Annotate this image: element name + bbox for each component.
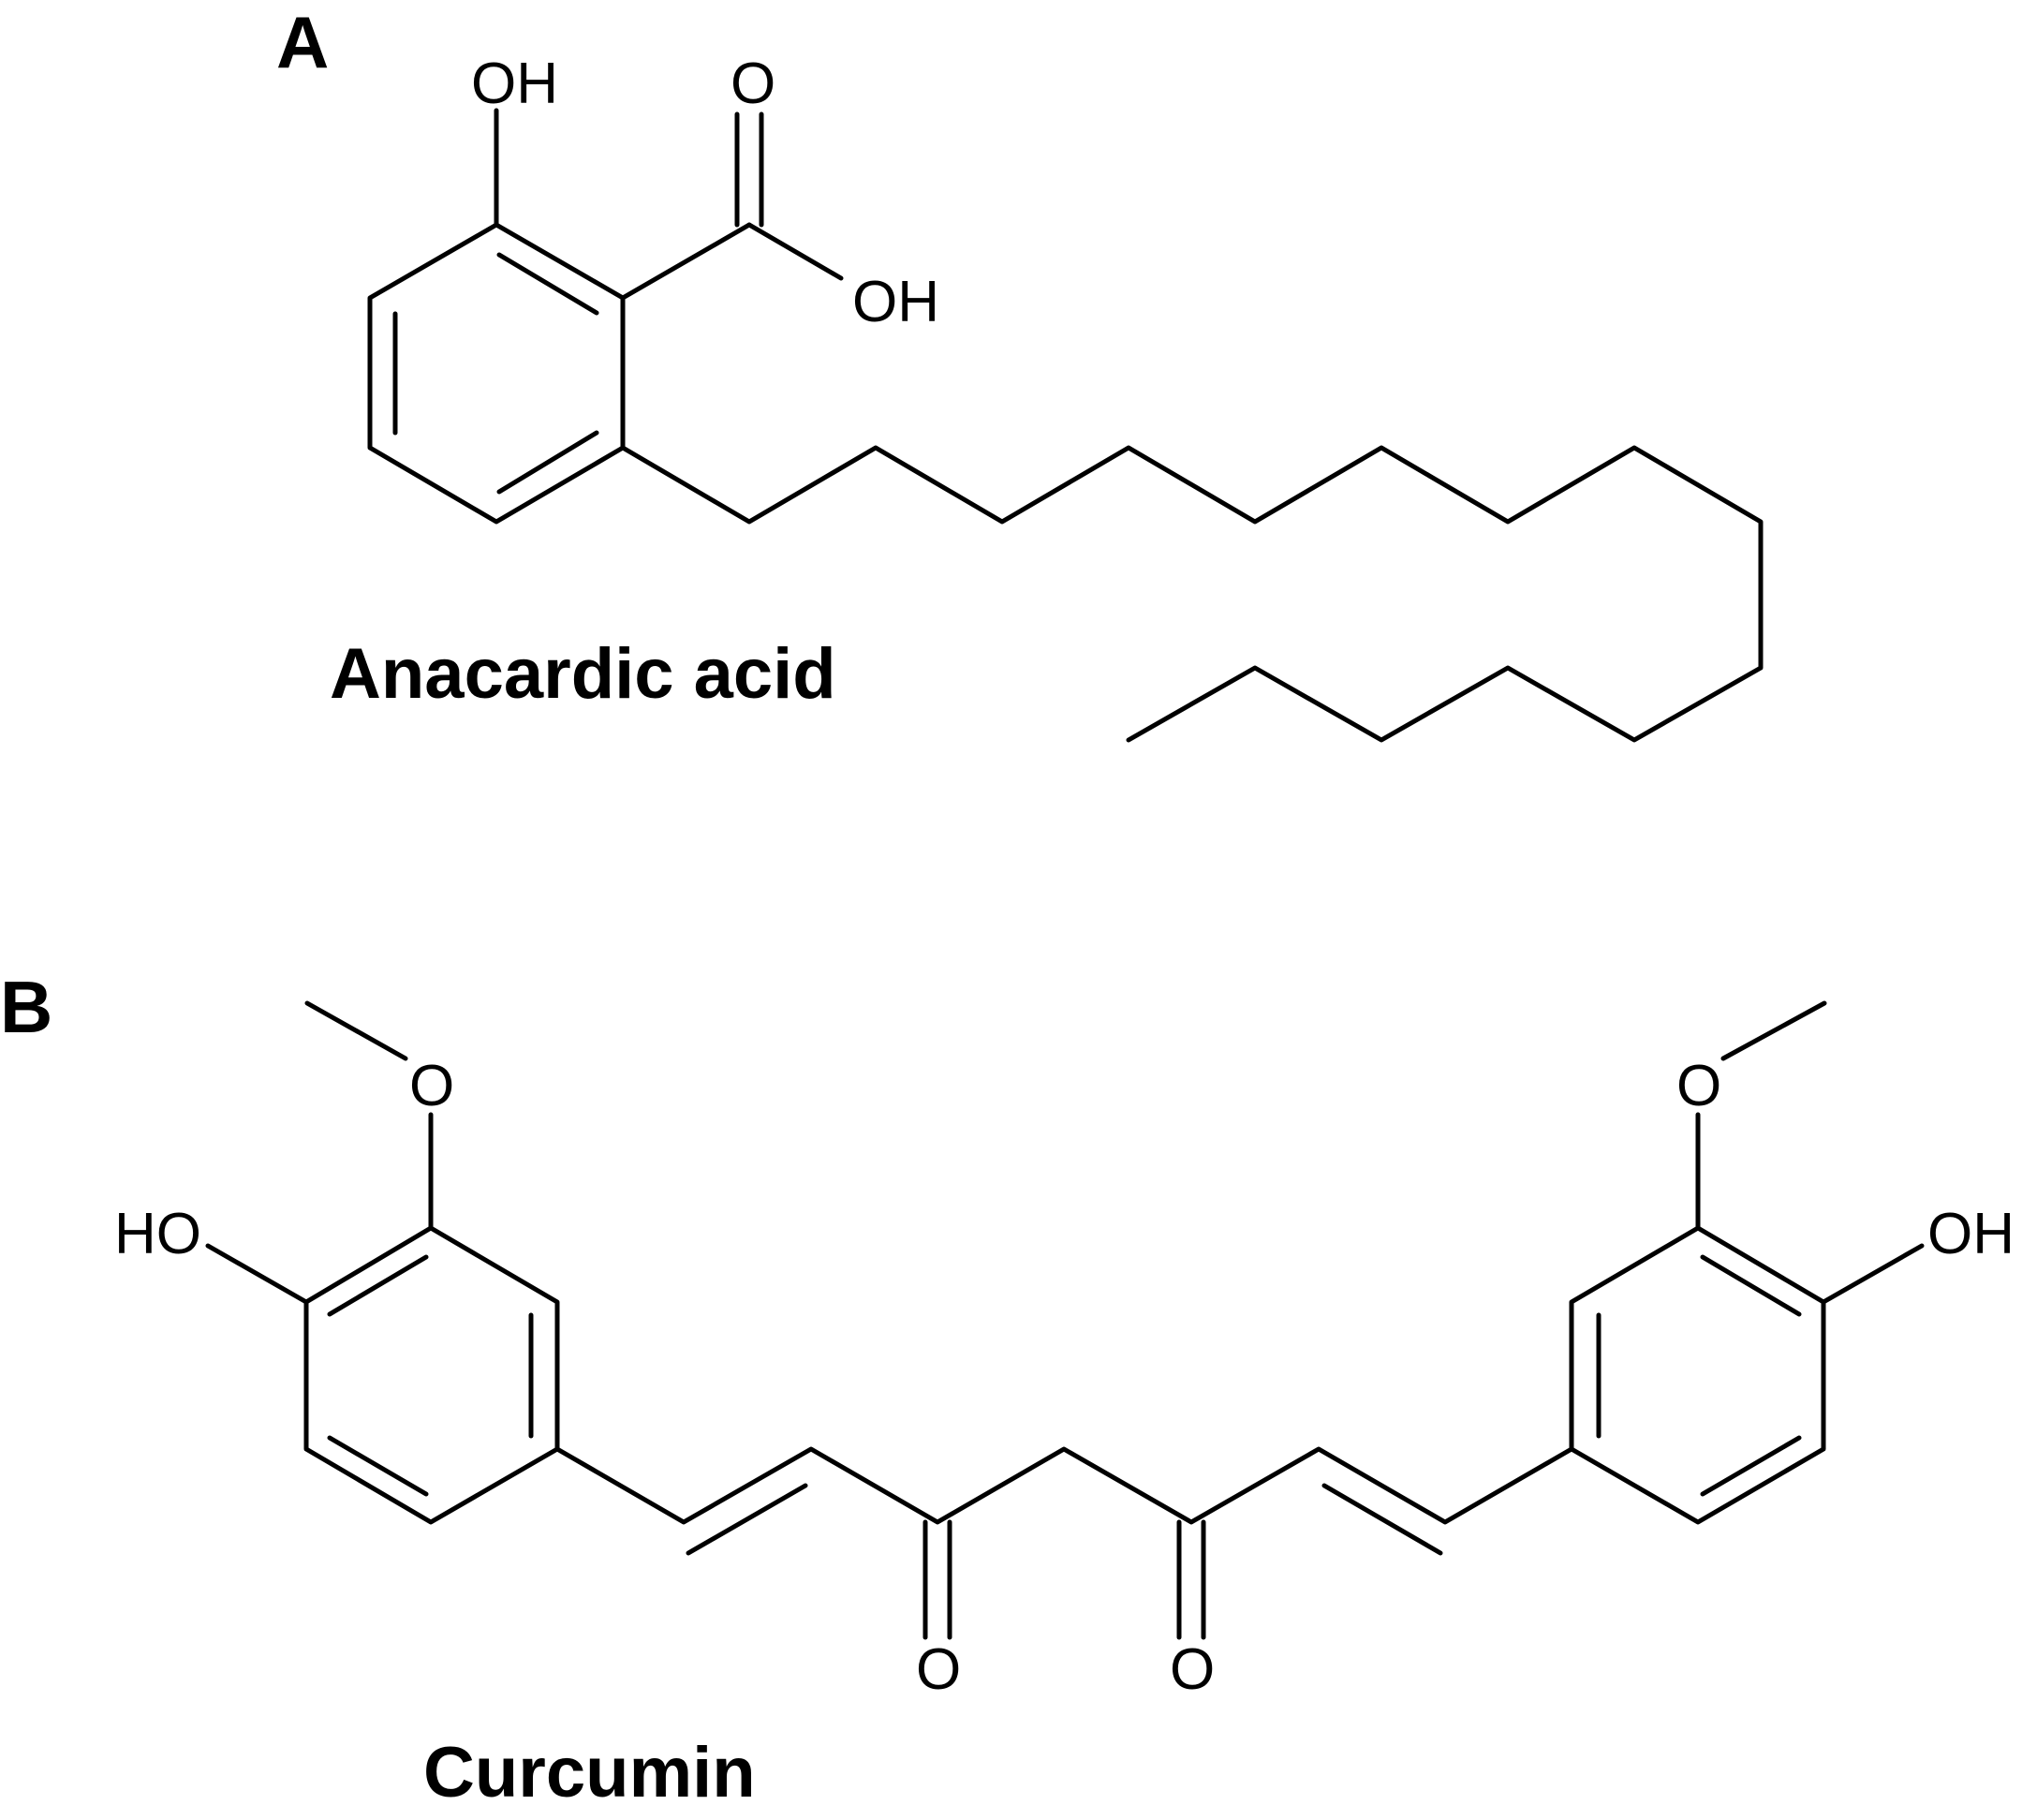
curcumin-linker-chain [554,1446,1574,1525]
anacardic-ring-outline [367,222,626,525]
curcumin-left-ring [303,1225,560,1525]
curcumin-right-alkene-double-bond [1321,1483,1443,1556]
panel-a-label: A [276,1,329,83]
curcumin-left-ring-outline [303,1225,560,1525]
panel-b: B O HO O O O [0,966,2015,1813]
curcumin-right-hydroxyl-bond [1821,1243,1925,1305]
curcumin-right-oh-label: OH [1927,1202,2015,1266]
panel-a: A OH O OH Anacardic acid [276,1,1764,743]
curcumin-name: Curcumin [423,1733,756,1813]
curcumin-left-ring-double-1 [327,1254,429,1317]
anacardic-acid-name: Anacardic acid [330,634,836,714]
anacardic-carbonyl-o-label: O [731,52,775,116]
curcumin-right-ring-outline [1569,1225,1826,1525]
anacardic-acid-oh-label: OH [852,270,939,334]
curcumin-right-ring-double-2 [1700,1254,1802,1317]
anacardic-ring-double-bond-3 [496,430,599,495]
anacardic-benzene-ring [367,222,626,525]
curcumin-left-methoxy-o-label: O [409,1054,454,1118]
panel-b-label: B [0,966,52,1048]
curcumin-right-methyl-bond [1720,1000,1827,1061]
curcumin-left-ring-double-3 [327,1435,429,1497]
curcumin-left-alkene-double-bond [686,1483,808,1556]
curcumin-left-keto-o-label: O [916,1637,961,1702]
anacardic-phenol-oh-label: OH [471,52,558,116]
curcumin-left-methyl-bond [304,1000,408,1061]
curcumin-right-keto-o-label: O [1170,1637,1215,1702]
anacardic-alkyl-chain [620,445,1764,743]
curcumin-left-ho-label: HO [114,1202,201,1266]
anacardic-acid-oh-bond [746,222,844,281]
anacardic-carboxyl-bond [620,222,752,301]
curcumin-right-ring-double-3 [1700,1435,1802,1497]
curcumin-right-ring [1569,1225,1826,1525]
curcumin-right-methoxy-o-label: O [1676,1054,1721,1118]
anacardic-ring-double-bond-1 [496,252,599,316]
curcumin-left-hydroxyl-bond [205,1243,309,1305]
